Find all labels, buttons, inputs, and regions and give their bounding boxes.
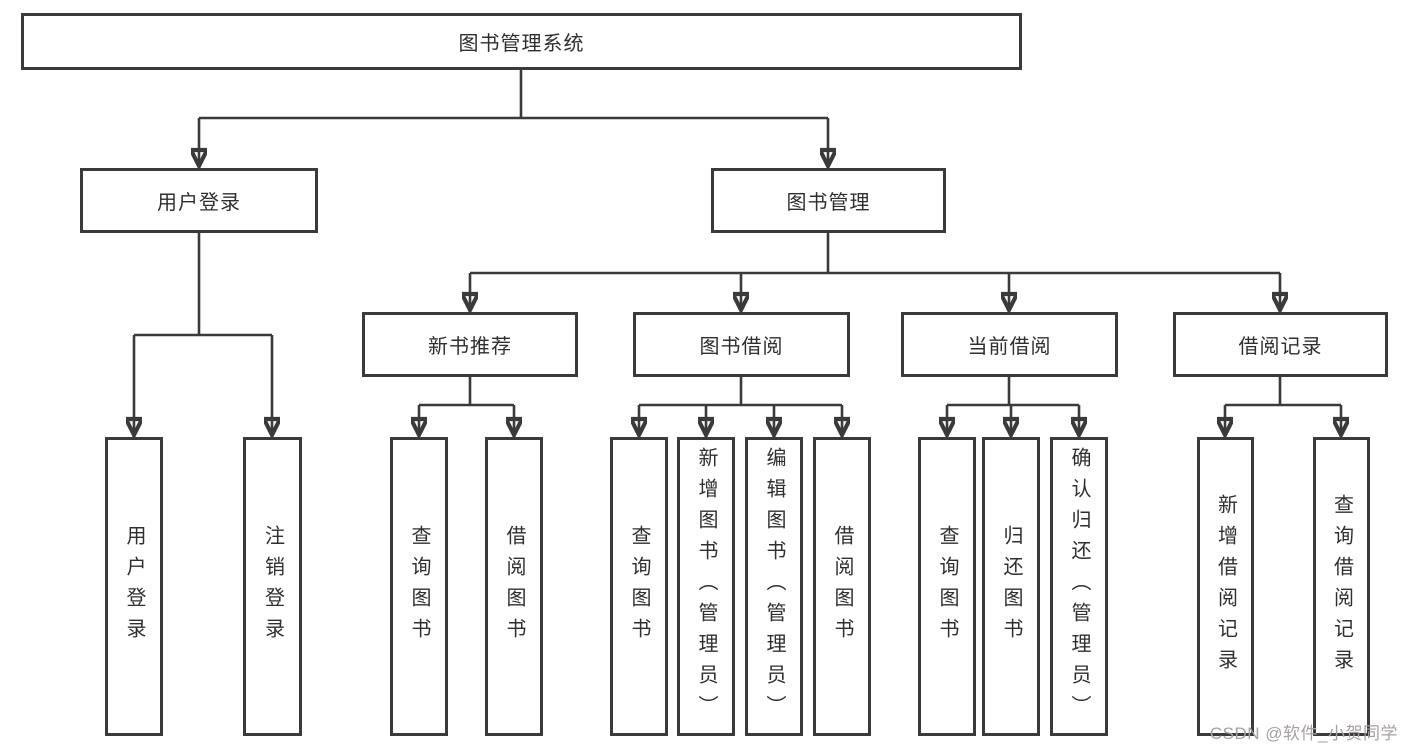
leaf-user-login: 用户登录 bbox=[105, 437, 163, 736]
leaf-logout: 注销登录 bbox=[243, 437, 302, 736]
leaf-br-query-record-label: 查询借阅记录 bbox=[1330, 493, 1353, 680]
leaf-bb-query-books-label: 查询图书 bbox=[628, 524, 650, 649]
node-new-book-recommend-label: 新书推荐 bbox=[428, 336, 512, 358]
leaf-br-query-record: 查询借阅记录 bbox=[1313, 437, 1370, 736]
leaf-cb-return-book-label: 归还图书 bbox=[1000, 524, 1022, 649]
csdn-watermark: CSDN @软件_小贺同学 bbox=[1209, 724, 1398, 743]
leaf-cb-query-books: 查询图书 bbox=[918, 437, 976, 736]
leaf-bb-edit-book-admin: 编辑图书（管理员） bbox=[745, 437, 803, 736]
node-current-borrow-label: 当前借阅 bbox=[967, 336, 1052, 358]
leaf-cb-confirm-return-admin-label: 确认归还（管理员） bbox=[1068, 447, 1090, 726]
node-new-book-recommend: 新书推荐 bbox=[362, 312, 578, 377]
leaf-logout-label: 注销登录 bbox=[261, 524, 284, 649]
node-current-borrow: 当前借阅 bbox=[901, 312, 1118, 377]
node-book-borrow: 图书借阅 bbox=[633, 312, 850, 377]
leaf-bb-edit-book-admin-label: 编辑图书（管理员） bbox=[763, 447, 785, 726]
node-borrow-records: 借阅记录 bbox=[1173, 312, 1388, 377]
leaf-nbr-borrow-books: 借阅图书 bbox=[485, 437, 543, 736]
leaf-bb-borrow-books: 借阅图书 bbox=[813, 437, 871, 736]
leaf-bb-query-books: 查询图书 bbox=[610, 437, 668, 736]
leaf-br-add-record: 新增借阅记录 bbox=[1197, 437, 1254, 736]
leaf-nbr-borrow-books-label: 借阅图书 bbox=[503, 524, 525, 649]
node-borrow-records-label: 借阅记录 bbox=[1238, 336, 1323, 358]
leaf-bb-borrow-books-label: 借阅图书 bbox=[831, 524, 853, 649]
node-user-login: 用户登录 bbox=[80, 168, 318, 233]
leaf-bb-add-book-admin: 新增图书（管理员） bbox=[677, 437, 735, 736]
leaf-cb-return-book: 归还图书 bbox=[982, 437, 1040, 736]
node-user-login-label: 用户登录 bbox=[157, 192, 241, 214]
node-book-management: 图书管理 bbox=[711, 168, 946, 233]
leaf-nbr-query-books-label: 查询图书 bbox=[408, 524, 430, 649]
leaf-cb-confirm-return-admin: 确认归还（管理员） bbox=[1050, 437, 1108, 736]
leaf-user-login-label: 用户登录 bbox=[123, 524, 145, 649]
leaf-br-add-record-label: 新增借阅记录 bbox=[1214, 493, 1237, 680]
leaf-nbr-query-books: 查询图书 bbox=[390, 437, 448, 736]
node-book-borrow-label: 图书借阅 bbox=[699, 336, 784, 358]
leaf-cb-query-books-label: 查询图书 bbox=[936, 524, 958, 649]
node-book-management-label: 图书管理 bbox=[786, 192, 871, 214]
node-root-label: 图书管理系统 bbox=[458, 33, 585, 55]
leaf-bb-add-book-admin-label: 新增图书（管理员） bbox=[695, 447, 717, 726]
node-root-library-system: 图书管理系统 bbox=[21, 13, 1022, 70]
